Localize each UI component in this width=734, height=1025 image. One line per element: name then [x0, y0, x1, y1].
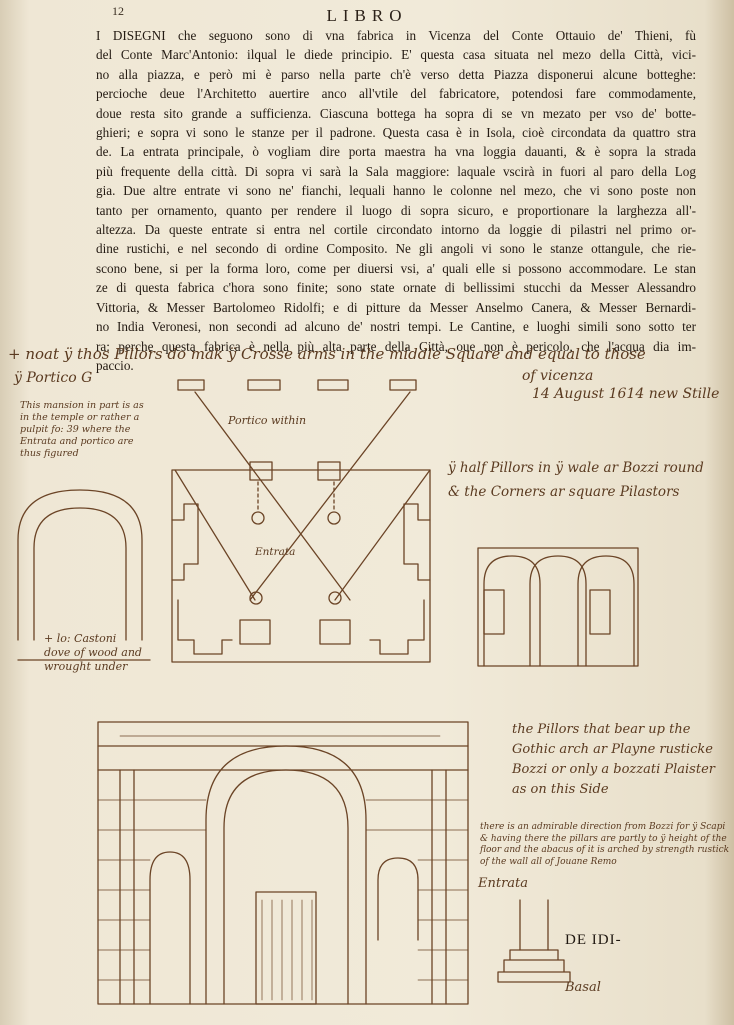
- annotation-small: there is an admirable direction from Boz…: [480, 822, 730, 867]
- text-line: doue resta sito grande a sufficienza. Ci…: [96, 105, 696, 121]
- printed-text-block: I DISEGNI che seguono sono di vna fabric…: [96, 26, 696, 375]
- column-base-sketch: [497, 899, 571, 983]
- annotation-top: + noat ÿ thos Pillors do mak ÿ Crosse ar…: [8, 345, 646, 363]
- courtyard-arches-sketch: [477, 547, 639, 667]
- catchword: DE IDI-: [565, 932, 622, 948]
- annotation-mansion: This mansion in part is as in the temple…: [20, 400, 144, 459]
- annotation-entrata-bottom: Entrata: [478, 876, 529, 891]
- annotation-half-pillars: ÿ half Pillors in ÿ wale ar Bozzi round …: [448, 460, 704, 500]
- text-line: scono bene, si per la forma loro, come p…: [96, 260, 696, 276]
- annotation-place: of vicenza: [522, 368, 594, 384]
- text-line: Vittoria, & Messer Bartolomeo Ridolfi; e…: [96, 299, 696, 315]
- running-head: LIBRO: [326, 6, 408, 25]
- text-line: percioche deue l'Architetto auertire anc…: [96, 86, 696, 102]
- text-line: ze di questa fabrica c'hora sono finite;…: [96, 280, 696, 296]
- annotation-portico-within: Portico within: [228, 414, 307, 427]
- arch-sketch-left: [17, 489, 151, 661]
- text-line: del Conte Marc'Antonio: ilqual le diede …: [96, 47, 696, 63]
- text-line: ra: perche questa fabrica è nella più al…: [96, 338, 696, 354]
- text-line: altezza. Da queste entrate si entra nel …: [96, 222, 696, 238]
- text-line: più frequente della città. Di sopra vi s…: [96, 163, 696, 179]
- annotation-pillars-right: the Pillors that bear up the Gothic arch…: [512, 722, 715, 797]
- text-line: I DISEGNI che seguono sono di vna fabric…: [96, 28, 696, 43]
- annotation-portico: ÿ Portico G: [14, 370, 93, 386]
- annotation-entrata-plan: Entrata: [255, 546, 296, 558]
- facade-elevation-sketch: [97, 721, 469, 1005]
- text-line: no alla piazza, e però mi è parso nella …: [96, 66, 696, 82]
- annotation-arch-left: + lo: Castoni dove of wood and wrought u…: [44, 632, 142, 673]
- text-line: gia. Due altre entrate vi sono ne' fianc…: [96, 183, 696, 199]
- text-line: ghieri; e sopra vi sono le stanze per il…: [96, 125, 696, 141]
- annotation-base: Basal: [565, 980, 601, 995]
- text-line: tanto per ornamento, quanto per rendere …: [96, 202, 696, 218]
- text-line: paccio.: [96, 357, 134, 373]
- annotation-date: 14 August 1614 new Stille: [532, 386, 720, 402]
- text-line: no India Veronesi, non secondi ad alcuno…: [96, 319, 696, 335]
- page-number: 12: [112, 4, 124, 18]
- text-line: de. La entrata principale, ò vogliam dir…: [96, 144, 696, 160]
- text-line: dine rustichi, e nel secondo di ordine C…: [96, 241, 696, 257]
- floor-plan-sketch: [171, 379, 431, 663]
